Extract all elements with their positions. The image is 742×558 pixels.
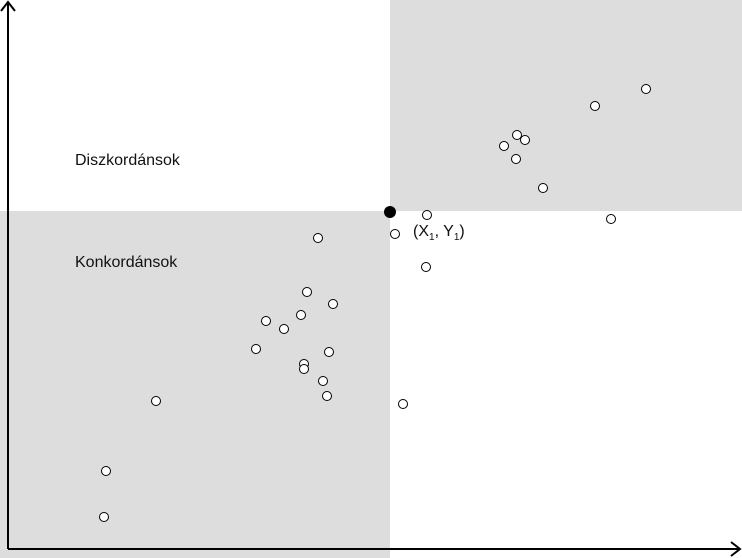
- data-point: [511, 154, 521, 164]
- data-point: [512, 130, 522, 140]
- data-point: [398, 399, 408, 409]
- concordant-label: Konkordánsok: [75, 254, 178, 271]
- y-axis-arrow-icon: [0, 0, 16, 12]
- data-point: [538, 183, 548, 193]
- data-point: [422, 210, 432, 220]
- data-point: [322, 391, 332, 401]
- data-point: [324, 347, 334, 357]
- data-point: [261, 316, 271, 326]
- data-point: [328, 299, 338, 309]
- data-point: [499, 141, 509, 151]
- x-axis-arrow-icon: [730, 541, 742, 557]
- data-point: [296, 310, 306, 320]
- data-point: [302, 287, 312, 297]
- data-point: [390, 229, 400, 239]
- data-point: [279, 324, 289, 334]
- reference-point: [384, 206, 396, 218]
- data-point: [641, 84, 651, 94]
- data-point: [101, 466, 111, 476]
- data-point: [99, 512, 109, 522]
- data-point: [421, 262, 431, 272]
- discordant-label: Diszkordánsok: [75, 152, 180, 169]
- discordant-region-top-right: [390, 0, 742, 211]
- data-point: [151, 396, 161, 406]
- data-point: [606, 214, 616, 224]
- data-point: [590, 101, 600, 111]
- data-point: [299, 364, 309, 374]
- data-point: [520, 135, 530, 145]
- concordant-region-bottom-left: [0, 211, 390, 558]
- data-point: [318, 376, 328, 386]
- reference-point-label: (X1, Y1): [413, 223, 465, 244]
- data-point: [251, 344, 261, 354]
- data-point: [313, 233, 323, 243]
